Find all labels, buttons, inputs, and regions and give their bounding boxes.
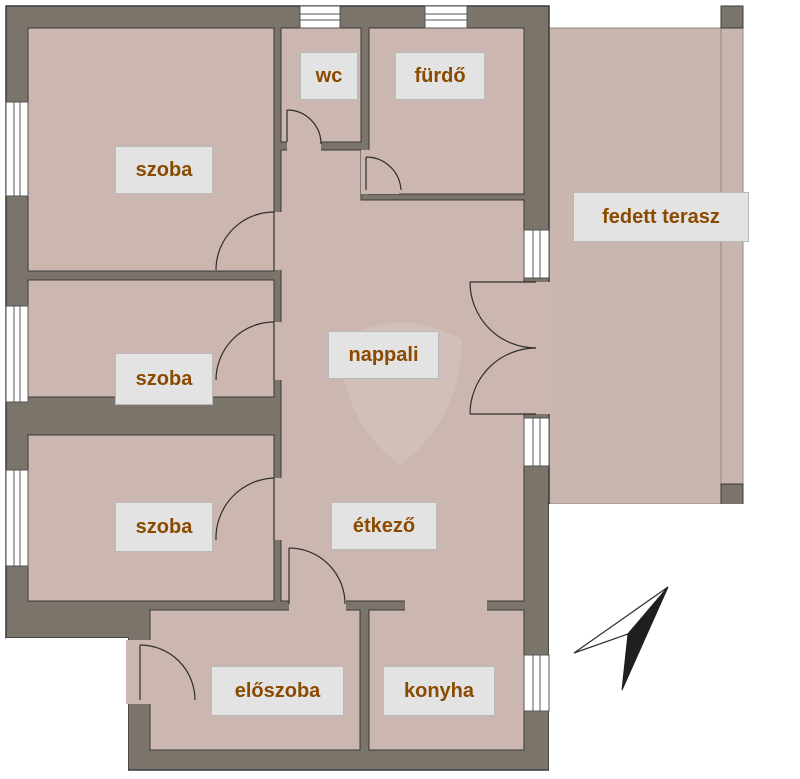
room-label-szoba-3: szoba xyxy=(115,502,213,552)
windows xyxy=(5,5,550,712)
room-label-etkezo: étkező xyxy=(331,502,437,550)
terrace-area xyxy=(548,5,744,507)
door-openings xyxy=(126,140,550,704)
room-label-szoba-1: szoba xyxy=(115,146,213,194)
room-label-konyha: konyha xyxy=(383,666,495,716)
door-swings xyxy=(139,109,537,701)
room-label-furdo: fürdő xyxy=(395,52,485,100)
room-label-eloszoba: előszoba xyxy=(211,666,344,716)
room-label-terasz: fedett terasz xyxy=(573,192,749,242)
room-label-nappali: nappali xyxy=(328,331,439,379)
north-arrow-icon xyxy=(573,586,669,691)
room-label-szoba-2: szoba xyxy=(115,353,213,405)
room-label-wc: wc xyxy=(300,52,358,100)
